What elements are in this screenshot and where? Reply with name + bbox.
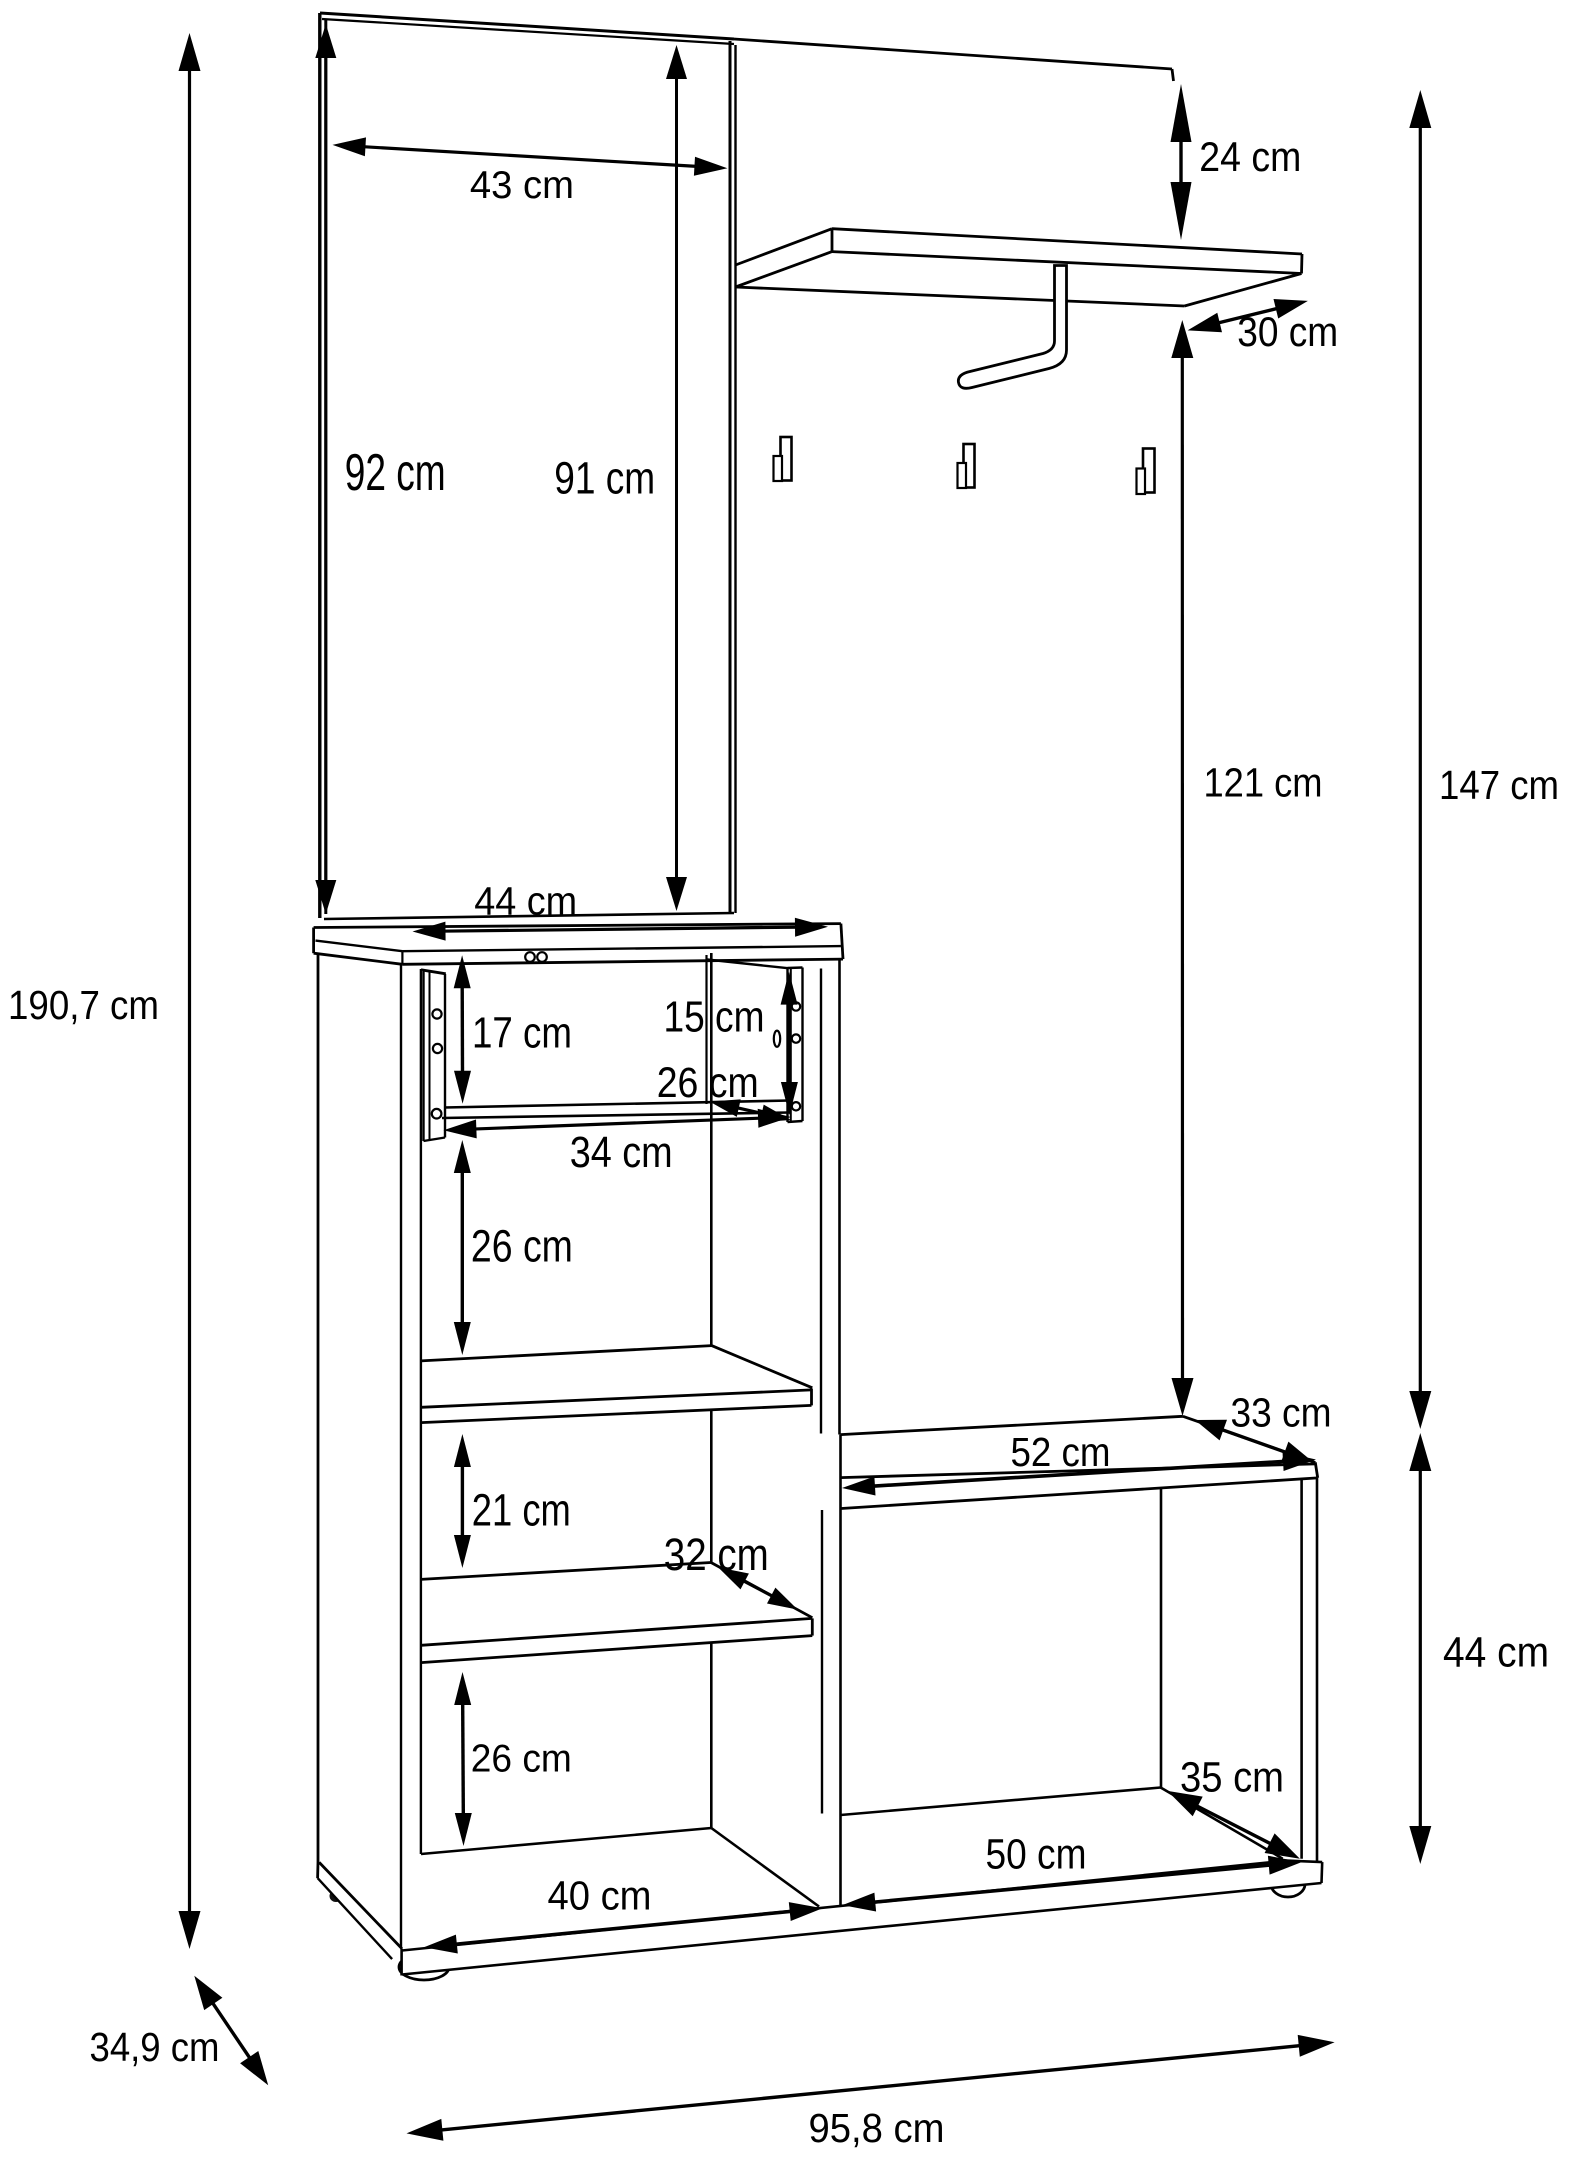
svg-text:121 cm: 121 cm <box>1204 759 1323 805</box>
svg-text:34,9 cm: 34,9 cm <box>90 2024 220 2070</box>
svg-text:24 cm: 24 cm <box>1199 133 1301 180</box>
svg-text:30 cm: 30 cm <box>1237 308 1338 355</box>
svg-text:40 cm: 40 cm <box>548 1872 652 1918</box>
svg-text:17 cm: 17 cm <box>472 1008 572 1057</box>
svg-text:95,8 cm: 95,8 cm <box>809 2105 945 2151</box>
svg-text:147 cm: 147 cm <box>1439 762 1559 808</box>
svg-text:35 cm: 35 cm <box>1180 1753 1284 1801</box>
svg-text:34 cm: 34 cm <box>570 1128 673 1177</box>
svg-text:44 cm: 44 cm <box>1443 1628 1549 1676</box>
svg-text:190,7 cm: 190,7 cm <box>8 982 159 1028</box>
svg-text:92 cm: 92 cm <box>345 444 446 502</box>
svg-text:43 cm: 43 cm <box>470 164 574 207</box>
svg-text:26 cm: 26 cm <box>471 1221 573 1272</box>
svg-text:52 cm: 52 cm <box>1011 1429 1111 1475</box>
svg-text:33 cm: 33 cm <box>1231 1389 1332 1435</box>
svg-text:50 cm: 50 cm <box>986 1830 1087 1878</box>
svg-text:26 cm: 26 cm <box>657 1059 759 1107</box>
svg-text:91 cm: 91 cm <box>554 453 655 504</box>
svg-text:44 cm: 44 cm <box>474 880 577 924</box>
svg-text:15 cm: 15 cm <box>664 992 765 1041</box>
svg-text:26 cm: 26 cm <box>471 1738 572 1781</box>
svg-text:32 cm: 32 cm <box>664 1529 769 1580</box>
svg-text:21 cm: 21 cm <box>472 1485 571 1536</box>
